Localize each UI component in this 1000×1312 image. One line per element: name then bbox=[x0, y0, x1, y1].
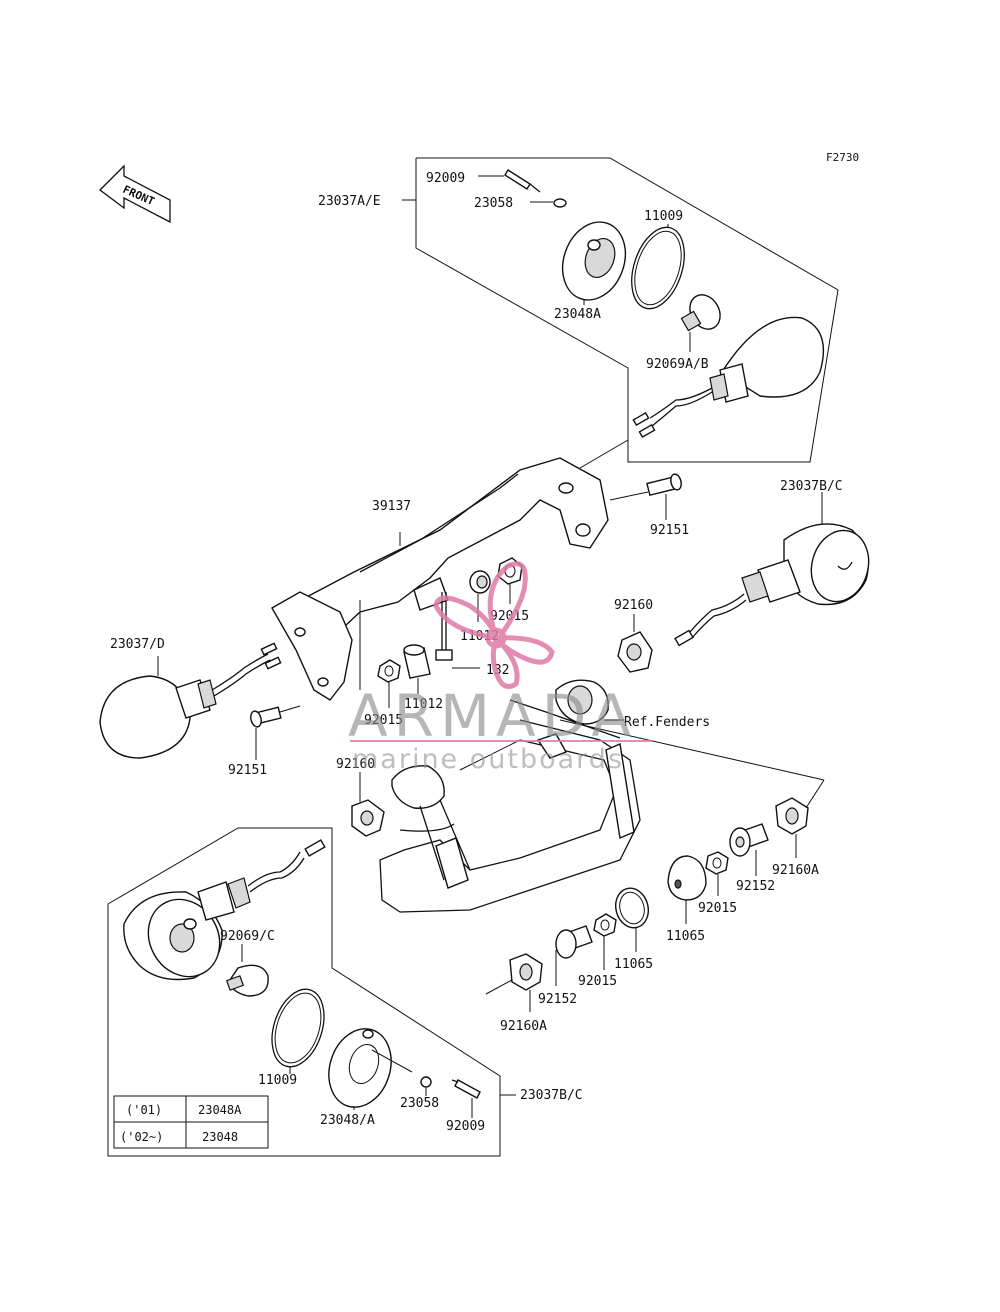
callout-11009-top: 11009 bbox=[644, 209, 683, 224]
callout-11065-a: 11065 bbox=[666, 929, 705, 944]
grommet-11065-a bbox=[667, 855, 707, 924]
callout-23058-top: 23058 bbox=[474, 196, 513, 211]
callout-23058-bottom: 23058 bbox=[400, 1096, 439, 1111]
callout-92015-b: 92015 bbox=[364, 713, 403, 728]
collar-92152-a bbox=[729, 823, 769, 876]
callout-92151-left: 92151 bbox=[228, 763, 267, 778]
top-group-outline bbox=[402, 157, 839, 463]
callout-92152-b: 92152 bbox=[538, 992, 577, 1007]
screw-bottom bbox=[451, 1079, 481, 1118]
table-year-1: ('01) bbox=[126, 1103, 162, 1117]
lens-top bbox=[561, 221, 627, 305]
callout-39137: 39137 bbox=[372, 499, 411, 514]
lens-bottom bbox=[328, 1028, 413, 1110]
callout-92069AB: 92069A/B bbox=[646, 357, 709, 372]
callout-92160-a: 92160 bbox=[614, 598, 653, 613]
callout-23037AE: 23037A/E bbox=[318, 194, 381, 209]
callout-23048A-bottom: 23048/A bbox=[320, 1113, 375, 1128]
callout-11009-bottom: 11009 bbox=[258, 1073, 297, 1088]
callout-23037BC-top: 23037B/C bbox=[780, 479, 843, 494]
callout-23037BC-bottom: 23037B/C bbox=[520, 1088, 583, 1103]
watermark-tagline: marine outboards bbox=[352, 744, 624, 775]
grommet-11065-b bbox=[615, 887, 649, 952]
rubber-92160A-left bbox=[485, 953, 543, 1012]
turn-signal-left bbox=[99, 642, 282, 759]
propeller-logo-icon bbox=[433, 561, 555, 689]
oring-bottom bbox=[271, 988, 325, 1074]
callout-ref-fenders: Ref.Fenders bbox=[624, 715, 710, 730]
bulb-top bbox=[680, 294, 721, 352]
fender-leader bbox=[559, 719, 825, 781]
callout-92160-b: 92160 bbox=[336, 757, 375, 772]
rubber-92160-a bbox=[617, 614, 653, 673]
bolt-92151-right bbox=[609, 473, 682, 520]
turn-signal-top bbox=[632, 316, 825, 439]
front-label: FRONT bbox=[121, 183, 157, 208]
rubber-92160-b bbox=[351, 772, 385, 837]
rubber-92160A-right bbox=[775, 779, 825, 858]
collar-11012-a bbox=[469, 570, 491, 622]
nut-92015-c bbox=[705, 851, 729, 896]
table-part-1: 23048A bbox=[198, 1103, 242, 1117]
callout-11065-b: 11065 bbox=[614, 957, 653, 972]
bracket-left-plate bbox=[271, 591, 361, 701]
callout-92160A-right: 92160A bbox=[772, 863, 819, 878]
bottom-group-outline bbox=[107, 827, 516, 1157]
turn-signal-right bbox=[674, 492, 870, 647]
variation-table: ('01) 23048A ('02~) 23048 bbox=[113, 1095, 269, 1149]
callout-92160A-left: 92160A bbox=[500, 1019, 547, 1034]
collar-92152-b bbox=[555, 925, 593, 986]
fender-frame bbox=[379, 679, 641, 913]
nut-92015-d bbox=[593, 913, 617, 970]
callout-92069C: 92069/C bbox=[220, 929, 275, 944]
table-year-2: ('02~) bbox=[120, 1130, 163, 1144]
callout-92015-d: 92015 bbox=[578, 974, 617, 989]
callout-92015-c: 92015 bbox=[698, 901, 737, 916]
washer-bottom bbox=[420, 1076, 432, 1096]
callout-92151-right: 92151 bbox=[650, 523, 689, 538]
callout-11012-b: 11012 bbox=[404, 697, 443, 712]
callout-23048A-top: 23048A bbox=[554, 307, 601, 322]
oring-top bbox=[631, 224, 685, 310]
figure-code: F2730 bbox=[826, 151, 859, 164]
callout-92015-a: 92015 bbox=[490, 609, 529, 624]
nut-92015-b bbox=[377, 659, 401, 708]
callout-92009-top: 92009 bbox=[426, 171, 465, 186]
screw-top bbox=[478, 169, 541, 193]
table-part-2: 23048 bbox=[202, 1130, 238, 1144]
watermark: ARMADA marine outboards bbox=[348, 561, 652, 775]
callout-23037D: 23037/D bbox=[110, 637, 165, 652]
callout-92152-a: 92152 bbox=[736, 879, 775, 894]
collar-11012-b bbox=[403, 644, 431, 694]
watermark-brand: ARMADA bbox=[348, 682, 637, 750]
callout-92009-bottom: 92009 bbox=[446, 1119, 485, 1134]
front-arrow-icon: FRONT bbox=[99, 164, 171, 224]
washer-top bbox=[530, 198, 567, 208]
housing-bottom bbox=[123, 839, 326, 981]
bolt-92151-left bbox=[250, 705, 301, 760]
bulb-bottom bbox=[225, 944, 269, 997]
